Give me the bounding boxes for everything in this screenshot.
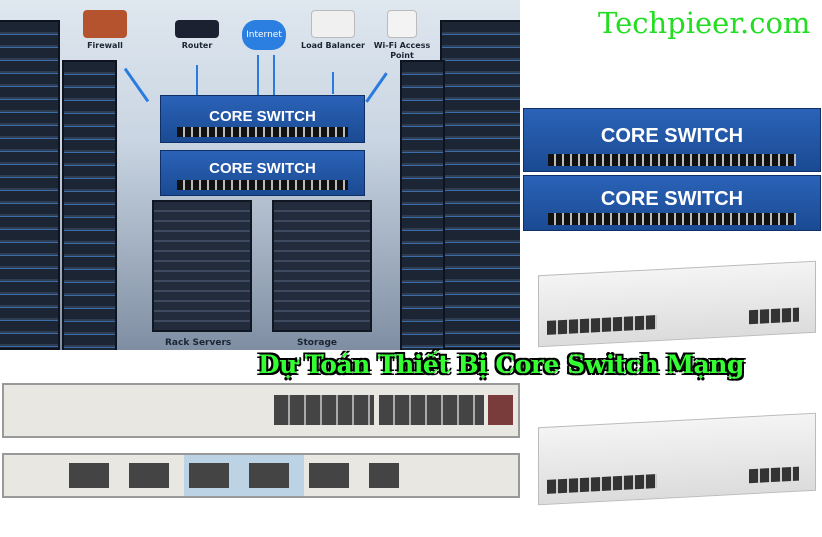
- server-rack: [62, 60, 117, 350]
- switch-label: CORE SWITCH: [600, 188, 744, 210]
- switch-label: CORE SWITCH: [209, 108, 316, 125]
- device-firewall: Firewall: [70, 10, 140, 50]
- link-line: [196, 65, 198, 95]
- white-switch-photo: [538, 412, 816, 506]
- link-line: [273, 55, 275, 95]
- router-icon: [175, 20, 219, 38]
- rack-servers-label: Rack Servers: [165, 338, 232, 348]
- core-switch-photo: CORE SWITCH: [523, 108, 821, 172]
- server-rack: [400, 60, 445, 350]
- wifi-icon: [387, 10, 417, 38]
- switch-label: CORE SWITCH: [209, 160, 316, 177]
- device-label: Load Balancer: [301, 41, 365, 50]
- device-load-balancer: Load Balancer: [298, 10, 368, 50]
- firewall-icon: [83, 10, 127, 38]
- server-rack: [440, 20, 520, 350]
- server-rack: [0, 20, 60, 350]
- link-line: [365, 72, 388, 103]
- switch-label: CORE SWITCH: [600, 125, 744, 147]
- device-router: Router: [162, 10, 232, 50]
- link-line: [123, 67, 150, 103]
- site-brand: Techpieer.com: [598, 6, 811, 40]
- core-switch-photo: CORE SWITCH: [523, 175, 821, 231]
- white-switch-photo: [538, 260, 816, 348]
- device-wifi: Wi-Fi Access Point: [372, 10, 432, 61]
- rack-switch-photo: [2, 453, 520, 498]
- storage-rack: [272, 200, 372, 332]
- headline: Dự Toán Thiết Bị Core Switch Mạng: [258, 350, 744, 379]
- core-switch: CORE SWITCH: [160, 150, 365, 196]
- device-label: Router: [181, 41, 213, 50]
- load-balancer-icon: [311, 10, 355, 38]
- link-line: [332, 72, 334, 94]
- link-line: [257, 55, 259, 95]
- cloud-icon: Internet: [242, 20, 286, 50]
- core-switch: CORE SWITCH: [160, 95, 365, 143]
- storage-label: Storage: [297, 338, 338, 348]
- datacenter-diagram: Firewall Router Internet Load Balancer W…: [0, 0, 520, 350]
- rack-servers: [152, 200, 252, 332]
- device-internet: Internet: [232, 20, 296, 53]
- device-label: Internet: [246, 30, 282, 40]
- device-label: Firewall: [87, 41, 123, 50]
- rack-switch-photo: [2, 383, 520, 438]
- device-label: Wi-Fi Access Point: [373, 41, 431, 60]
